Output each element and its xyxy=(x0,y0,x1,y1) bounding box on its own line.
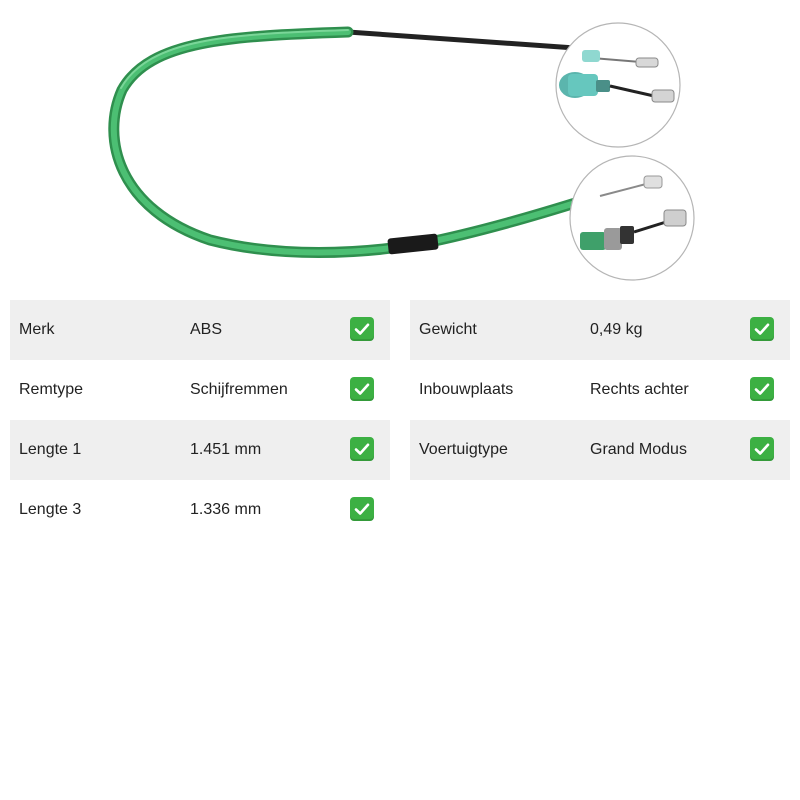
spec-label: Inbouwplaats xyxy=(419,381,514,398)
spec-table-left: Merk ABS Remtype Schijfremmen Lengte 1 1… xyxy=(10,300,390,540)
checkmark-icon xyxy=(350,497,374,521)
spec-table-right: Gewicht 0,49 kg Inbouwplaats Rechts acht… xyxy=(410,300,790,480)
spec-row: Lengte 1 1.451 mm xyxy=(10,420,390,480)
spec-row: Voertuigtype Grand Modus xyxy=(410,420,790,480)
spec-label: Gewicht xyxy=(419,321,477,338)
spec-value: 1.336 mm xyxy=(190,501,262,518)
spec-value: Rechts achter xyxy=(590,381,689,398)
spec-row: Remtype Schijfremmen xyxy=(10,360,390,420)
checkmark-icon xyxy=(750,437,774,461)
inner-cable-top xyxy=(345,29,578,51)
checkmark-icon xyxy=(350,377,374,401)
spec-value: Grand Modus xyxy=(590,441,687,458)
checkmark-icon xyxy=(350,437,374,461)
spec-value: 1.451 mm xyxy=(190,441,262,458)
detail-circle-bottom xyxy=(569,155,695,281)
spec-row: Lengte 3 1.336 mm xyxy=(10,480,390,540)
checkmark-icon xyxy=(350,317,374,341)
checkmark-icon xyxy=(750,317,774,341)
spec-label: Lengte 3 xyxy=(19,501,82,518)
cable-sleeve xyxy=(387,233,439,255)
spec-label: Merk xyxy=(19,321,55,338)
checkmark-icon xyxy=(750,377,774,401)
product-image xyxy=(0,0,800,290)
detail-circle-top xyxy=(555,22,681,148)
spec-label: Voertuigtype xyxy=(419,441,508,458)
spec-row: Inbouwplaats Rechts achter xyxy=(410,360,790,420)
spec-label: Lengte 1 xyxy=(19,441,82,458)
spec-value: ABS xyxy=(190,321,223,338)
spec-value: 0,49 kg xyxy=(590,321,643,338)
spec-label: Remtype xyxy=(19,381,84,398)
spec-value: Schijfremmen xyxy=(190,381,288,398)
spec-row: Merk ABS xyxy=(10,300,390,360)
spec-row: Gewicht 0,49 kg xyxy=(410,300,790,360)
